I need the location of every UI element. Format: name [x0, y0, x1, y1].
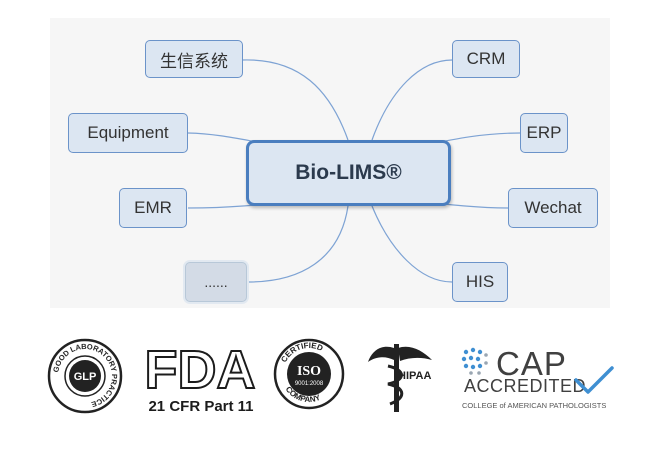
cap-checkmark-icon — [574, 366, 614, 394]
cap-accredited-text: ACCREDITED — [464, 376, 587, 396]
glp-center-text: GLP — [74, 371, 97, 383]
node-erp[interactable]: ERP — [520, 113, 568, 153]
connector-his — [371, 205, 453, 283]
center-node-bio-lims[interactable]: Bio-LIMS® — [246, 140, 451, 206]
node-emr[interactable]: EMR — [119, 188, 187, 228]
glp-seal-logo: GOOD LABORATORY PRACTICE GLP — [47, 338, 123, 414]
hipaa-caduceus-icon — [368, 344, 432, 412]
fda-cfr-text: 21 CFR Part 11 — [148, 398, 254, 415]
cap-subtitle-text: COLLEGE of AMERICAN PATHOLOGISTS — [462, 401, 607, 410]
connector-bio-info — [241, 59, 349, 141]
connector-more — [247, 205, 349, 283]
node-equipment[interactable]: Equipment — [68, 113, 188, 153]
connector-crm — [371, 59, 453, 141]
node-bio-info[interactable]: 生信系统 — [145, 40, 243, 78]
iso-center-text: ISO — [297, 364, 321, 379]
iso-code-text: 9001:2008 — [295, 381, 324, 387]
cap-main-text: CAP — [496, 345, 567, 382]
fda-main-text: FDA — [145, 340, 256, 396]
node-wechat[interactable]: Wechat — [508, 188, 598, 228]
node-his[interactable]: HIS — [452, 262, 508, 302]
node-crm[interactable]: CRM — [452, 40, 520, 78]
iso-seal-logo: CERTIFIED COMPANY ISO 9001:2008 — [273, 338, 345, 410]
cap-dots-icon — [461, 347, 488, 375]
hipaa-label: HIPAA — [398, 370, 432, 382]
fda-logo: FDA — [144, 340, 257, 396]
node-more[interactable]: ...... — [185, 262, 247, 302]
